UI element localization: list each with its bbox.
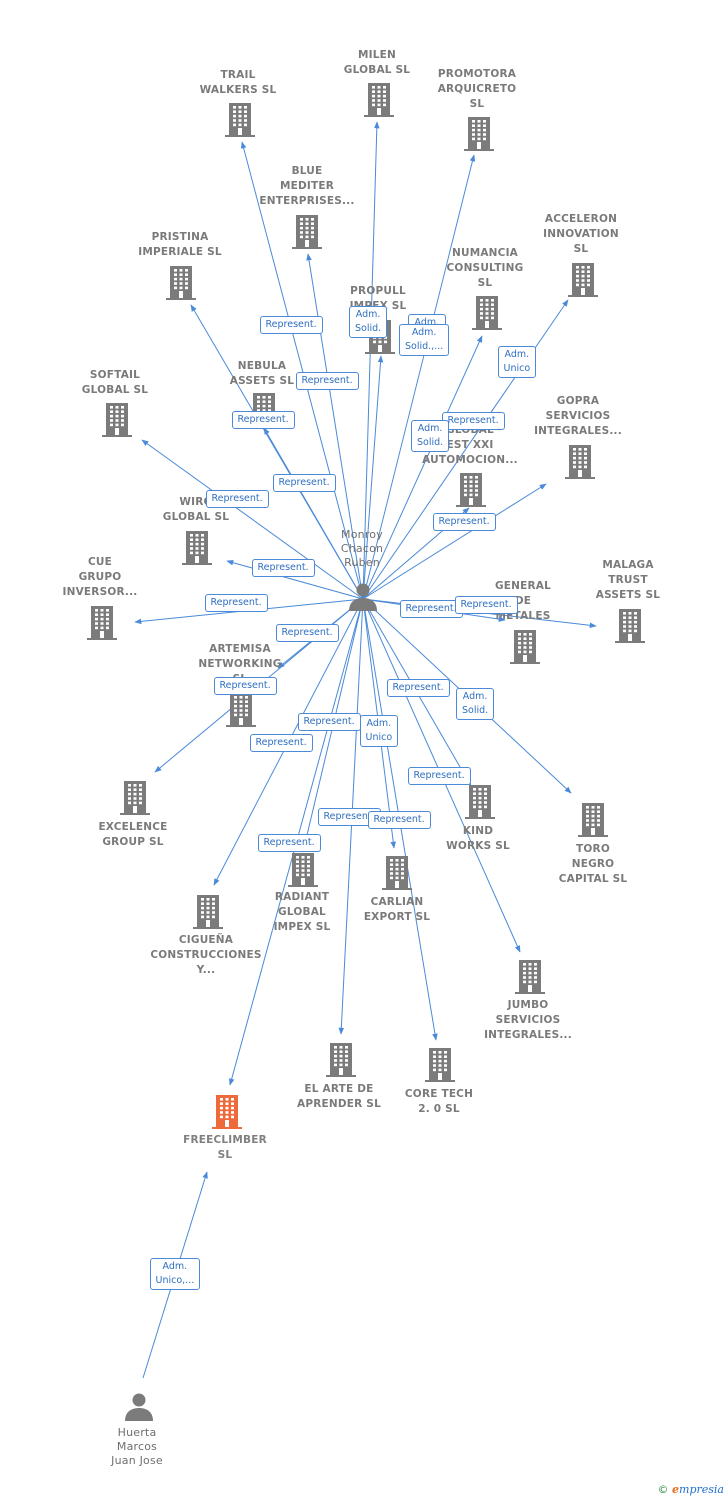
node-label-carlian[interactable]: CARLIAN EXPORT SL: [363, 896, 431, 923]
edge-label-monroy-trail[interactable]: Represent.: [259, 316, 323, 334]
edge-monroy-nebula: [263, 427, 364, 600]
edge-monroy-blue: [306, 253, 364, 600]
node-label-toro[interactable]: TORO NEGRO CAPITAL SL: [558, 843, 628, 885]
edge-label-monroy-wiro[interactable]: Represent.: [251, 559, 315, 577]
node-label-kind[interactable]: KIND WORKS SL: [446, 825, 510, 852]
node-label-nebula[interactable]: NEBULA ASSETS SL: [229, 360, 295, 387]
building-icon-trail[interactable]: [225, 103, 255, 137]
node-label-jumbo[interactable]: JUMBO SERVICIOS INTEGRALES...: [484, 999, 572, 1041]
node-label-promotora[interactable]: PROMOTORA ARQUICRETO SL: [437, 68, 517, 110]
building-icon-freeclimber[interactable]: [212, 1095, 242, 1129]
building-icon-artemisa[interactable]: [226, 693, 256, 727]
edge-monroy-wiro: [226, 559, 364, 600]
empresia-logo: empresia: [672, 1483, 724, 1496]
node-label-core[interactable]: CORE TECH 2. 0 SL: [404, 1088, 474, 1115]
edge-label-monroy-malaga[interactable]: Represent.: [454, 596, 518, 614]
node-label-radiant[interactable]: RADIANT GLOBAL IMPEX SL: [273, 891, 331, 933]
node-label-cue[interactable]: CUE GRUPO INVERSOR...: [62, 556, 138, 598]
edge-label-monroy-acceleron[interactable]: Represent.: [441, 412, 505, 430]
node-label-global[interactable]: GLOBAL EST XXI AUTOMOCION...: [422, 424, 518, 466]
node-label-ciguena[interactable]: CIGUEÑA CONSTRUCCIONES Y...: [150, 934, 262, 976]
edge-label-monroy-carlian[interactable]: Adm. Unico: [359, 715, 399, 747]
building-icon-blue[interactable]: [292, 215, 322, 249]
edge-label-monroy-ciguena[interactable]: Represent.: [213, 677, 277, 695]
edge-label-monroy-freeclimber[interactable]: Represent.: [297, 713, 361, 731]
node-label-pristina[interactable]: PRISTINA IMPERIALE SL: [138, 231, 222, 258]
node-label-trail[interactable]: TRAIL WALKERS SL: [199, 69, 277, 96]
building-icon-wiro[interactable]: [182, 531, 212, 565]
copyright-icon: ©: [657, 1483, 669, 1496]
building-icon-promotora[interactable]: [464, 117, 494, 151]
edge-monroy-softail: [141, 439, 364, 600]
edge-label-monroy-core[interactable]: Represent.: [367, 811, 431, 829]
node-label-malaga[interactable]: MALAGA TRUST ASSETS SL: [595, 559, 661, 601]
building-icon-global[interactable]: [456, 473, 486, 507]
node-label-numancia[interactable]: NUMANCIA CONSULTING SL: [446, 247, 524, 289]
building-icon-radiant[interactable]: [288, 853, 318, 887]
building-icon-toro[interactable]: [578, 803, 608, 837]
node-label-softail[interactable]: SOFTAIL GLOBAL SL: [81, 369, 149, 396]
person-icon-monroy[interactable]: [349, 583, 377, 612]
node-label-arte[interactable]: EL ARTE DE APRENDER SL: [297, 1083, 381, 1110]
building-icon-pristina[interactable]: [166, 266, 196, 300]
edge-label-monroy-milen[interactable]: Adm. Solid.: [349, 306, 388, 338]
edge-label-huerta-freeclimber[interactable]: Adm. Unico,...: [149, 1258, 201, 1290]
building-icon-jumbo[interactable]: [515, 960, 545, 994]
building-icon-arte[interactable]: [326, 1043, 356, 1077]
edge-monroy-numancia: [362, 335, 483, 600]
node-label-blue[interactable]: BLUE MEDITER ENTERPRISES...: [259, 165, 355, 207]
building-icon-numancia[interactable]: [472, 296, 502, 330]
node-label-excelence[interactable]: EXCELENCE GROUP SL: [98, 821, 168, 848]
edge-label-monroy-nebula[interactable]: Represent.: [272, 474, 336, 492]
node-label-gopra[interactable]: GOPRA SERVICIOS INTEGRALES...: [534, 395, 622, 437]
edge-label-monroy-kind[interactable]: Represent.: [407, 767, 471, 785]
edge-label-monroy-toro[interactable]: Adm. Solid.: [456, 688, 495, 720]
building-icon-core[interactable]: [425, 1048, 455, 1082]
edge-monroy-gopra: [362, 483, 547, 600]
edge-label-monroy-artemisa[interactable]: Represent.: [275, 624, 339, 642]
node-label-monroy[interactable]: Monroy Chacon Ruben: [340, 528, 384, 569]
node-label-milen[interactable]: MILEN GLOBAL SL: [343, 49, 411, 76]
edge-label-monroy-gopra[interactable]: Represent.: [432, 513, 496, 531]
person-icon-huerta[interactable]: [125, 1393, 153, 1422]
building-icon-gopra[interactable]: [565, 445, 595, 479]
edge-label-monroy-global[interactable]: Adm. Solid.: [411, 420, 450, 452]
building-icon-softail[interactable]: [102, 403, 132, 437]
edge-label-monroy-softail[interactable]: Represent.: [205, 490, 269, 508]
nodes-layer: [87, 83, 645, 1421]
node-label-huerta[interactable]: Huerta Marcos Juan Jose: [111, 1426, 163, 1467]
edge-label-monroy-propull[interactable]: Adm. Solid.,...: [399, 324, 450, 356]
edge-label-monroy-cue[interactable]: Represent.: [204, 594, 268, 612]
edge-label-monroy-blue[interactable]: Represent.: [295, 372, 359, 390]
node-label-general[interactable]: GENERAL DE METALES: [494, 580, 552, 622]
edge-label-monroy-radiant[interactable]: Represent.: [257, 834, 321, 852]
building-icon-excelence[interactable]: [120, 781, 150, 815]
edge-monroy-trail: [240, 141, 364, 600]
edge-label-monroy-numancia[interactable]: Adm. Unico: [497, 346, 537, 378]
edge-label-monroy-pristina[interactable]: Represent.: [231, 411, 295, 429]
building-icon-ciguena[interactable]: [193, 895, 223, 929]
building-icon-carlian[interactable]: [382, 856, 412, 890]
footer-brand[interactable]: © empresia: [658, 1483, 724, 1496]
edge-monroy-propull: [362, 355, 384, 600]
edge-label-monroy-jumbo[interactable]: Represent.: [386, 679, 450, 697]
node-label-freeclimber[interactable]: FREECLIMBER SL: [183, 1134, 267, 1161]
building-icon-kind[interactable]: [465, 785, 495, 819]
node-label-wiro[interactable]: WIRO GLOBAL SL: [162, 496, 230, 523]
edge-label-monroy-general[interactable]: Represent.: [399, 600, 463, 618]
building-icon-cue[interactable]: [87, 606, 117, 640]
edge-monroy-milen: [362, 121, 380, 600]
building-icon-acceleron[interactable]: [568, 263, 598, 297]
edge-label-monroy-excelence[interactable]: Represent.: [249, 734, 313, 752]
edge-monroy-promotora: [362, 154, 476, 600]
building-icon-general[interactable]: [510, 630, 540, 664]
building-icon-milen[interactable]: [364, 83, 394, 117]
node-label-acceleron[interactable]: ACCELERON INNOVATION SL: [543, 213, 619, 255]
building-icon-malaga[interactable]: [615, 609, 645, 643]
